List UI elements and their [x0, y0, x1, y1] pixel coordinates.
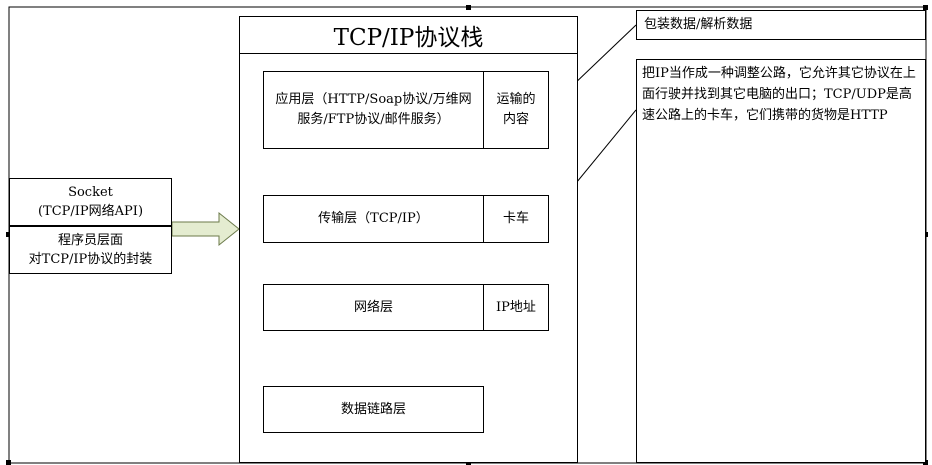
layer-datalink-label: 数据链路层 — [340, 401, 406, 417]
note-analogy-box — [636, 59, 926, 463]
handle-bottom-left[interactable] — [6, 460, 11, 465]
note-packing: 包装数据/解析数据 — [644, 17, 753, 32]
socket-arrow — [171, 211, 240, 247]
handle-top-right[interactable] — [923, 5, 928, 10]
socket-title: Socket (TCP/IP网络API) — [37, 185, 144, 219]
layer-transport-label: 传输层（TCP/IP） — [318, 211, 429, 226]
layer-network-label: 网络层 — [353, 299, 393, 315]
layer-application-side: 运输的内容 — [483, 71, 549, 149]
handle-top[interactable] — [466, 5, 471, 10]
layer-datalink: 数据链路层 — [263, 386, 484, 433]
layer-application-label: 应用层（HTTP/Soap协议/万维网服务/FTP协议/邮件服务） — [275, 92, 472, 127]
layer-transport-side: 卡车 — [483, 195, 549, 243]
handle-left[interactable] — [6, 232, 11, 237]
layer-network-side: IP地址 — [483, 284, 549, 331]
layer-transport-side-label: 卡车 — [502, 211, 529, 226]
note-packing-box — [636, 10, 926, 40]
layer-application-side-label: 运输的内容 — [496, 92, 536, 127]
socket-description: 程序员层面 对TCP/IP协议的封装 — [28, 233, 153, 267]
layer-application: 应用层（HTTP/Soap协议/万维网服务/FTP协议/邮件服务） — [263, 71, 484, 149]
stack-title: TCP/IP协议栈 — [239, 16, 578, 54]
note-analogy: 把IP当作成一种调整公路，它允许其它协议在上面行驶并找到其它电脑的出口；TCP/… — [642, 66, 916, 123]
stack-title-text: TCP/IP协议栈 — [333, 25, 484, 51]
layer-network-side-label: IP地址 — [496, 299, 536, 315]
layer-transport: 传输层（TCP/IP） — [263, 195, 484, 243]
socket-box: Socket (TCP/IP网络API) — [9, 178, 172, 226]
layer-network: 网络层 — [263, 284, 484, 331]
socket-description-box: 程序员层面 对TCP/IP协议的封装 — [9, 226, 172, 274]
